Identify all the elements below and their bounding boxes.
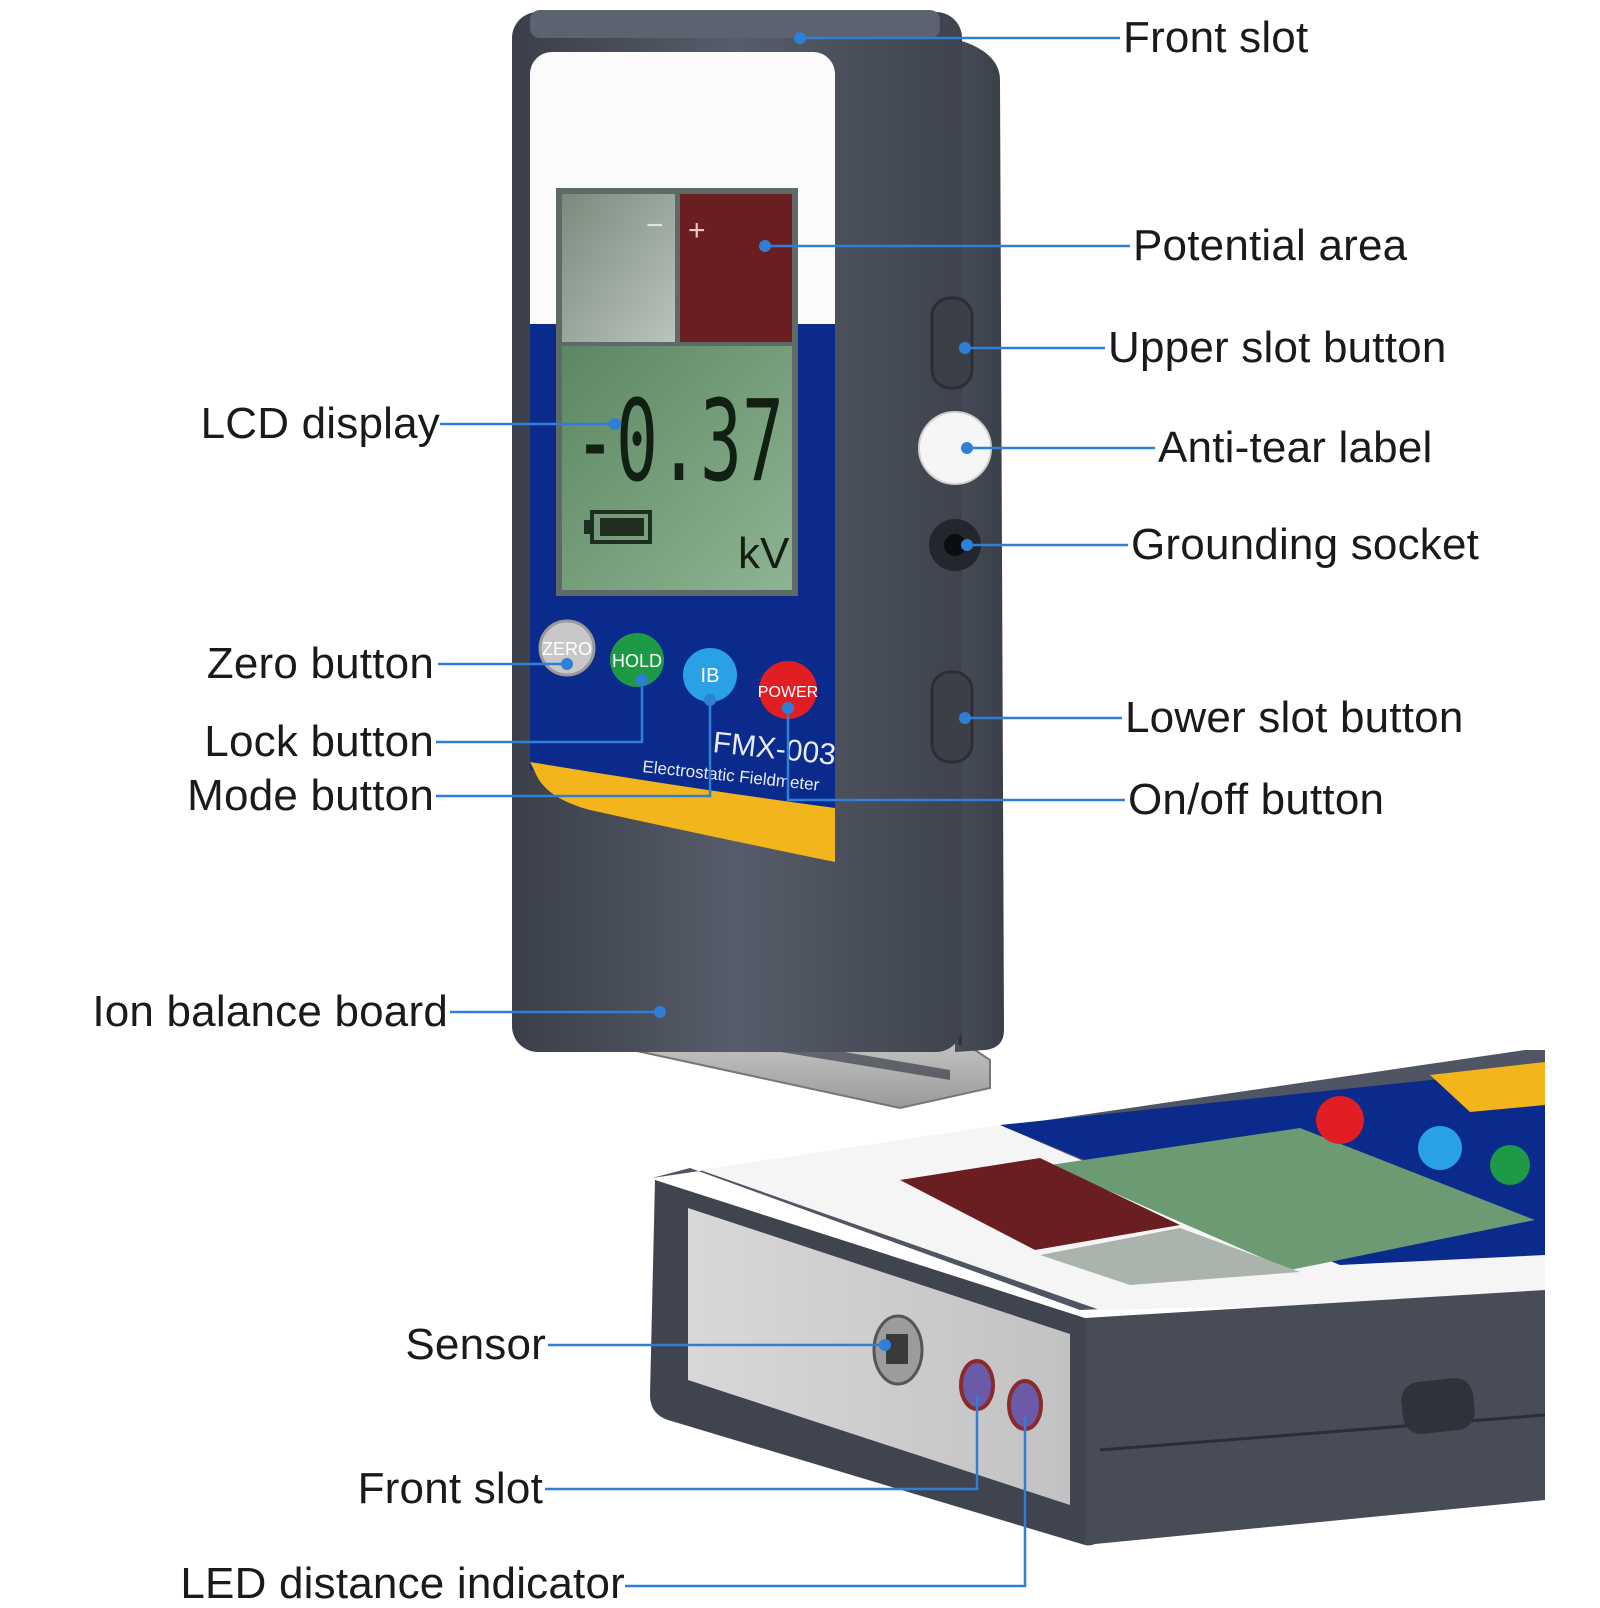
lcd-unit: kV xyxy=(738,529,790,578)
ib-button[interactable] xyxy=(683,648,737,702)
lying-lcd xyxy=(1050,1128,1535,1270)
leader-lines xyxy=(436,36,1155,1588)
label-upper-slot-button: Upper slot button xyxy=(1108,323,1447,372)
power-button-label: POWER xyxy=(758,684,818,701)
zero-button-label: ZERO xyxy=(542,639,592,659)
leader-front-slot-bottom xyxy=(545,1395,979,1491)
leader-mode-button xyxy=(436,700,712,798)
upper-slot-button[interactable] xyxy=(930,296,974,390)
potential-negative-area xyxy=(562,194,675,342)
hold-button[interactable] xyxy=(610,633,664,687)
leader-led-distance xyxy=(625,1415,1027,1588)
label-sensor: Sensor xyxy=(405,1320,546,1369)
label-on-off-button: On/off button xyxy=(1128,775,1385,824)
leader-lock-button xyxy=(436,680,644,744)
label-mode-button: Mode button xyxy=(187,771,434,820)
label-led-distance-indicator: LED distance indicator xyxy=(180,1559,625,1608)
hold-button-label: HOLD xyxy=(612,651,662,671)
label-lower-slot-button: Lower slot button xyxy=(1125,693,1464,742)
label-lock-button: Lock button xyxy=(204,717,434,766)
battery-icon xyxy=(584,510,652,544)
label-front-slot-top: Front slot xyxy=(1123,13,1309,62)
lcd-minus-sign: − xyxy=(646,209,664,242)
label-zero-button: Zero button xyxy=(206,639,434,688)
label-front-slot-bottom: Front slot xyxy=(357,1464,543,1513)
power-button[interactable] xyxy=(759,661,817,719)
lcd-reading: -0.37 xyxy=(574,377,784,507)
label-anti-tear-label: Anti-tear label xyxy=(1158,423,1433,472)
leader-on-off-button xyxy=(786,708,1125,802)
label-potential-area: Potential area xyxy=(1133,221,1408,270)
label-ion-balance-board: Ion balance board xyxy=(92,987,448,1036)
faceplate-stripe xyxy=(530,762,835,862)
lying-meter xyxy=(650,1050,1546,1546)
label-grounding-socket: Grounding socket xyxy=(1131,520,1480,569)
ib-button-label: IB xyxy=(701,665,720,687)
label-lcd-display: LCD display xyxy=(200,399,440,448)
lcd-plus-sign: + xyxy=(688,214,706,247)
lcd-screen xyxy=(562,346,792,590)
leader-dots xyxy=(561,32,973,1351)
zero-button[interactable] xyxy=(538,619,596,677)
upright-meter: − + -0.37 kV ZERO HOLD IB POWER FMX-003 … xyxy=(512,10,1004,1110)
potential-positive-area xyxy=(680,194,792,342)
lying-meter-side xyxy=(1085,1290,1545,1545)
